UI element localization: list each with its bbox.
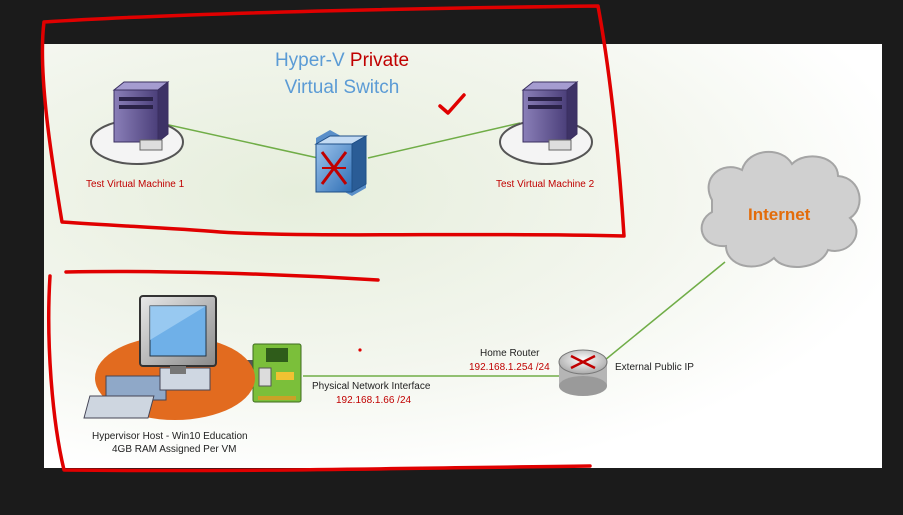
home-router-icon	[558, 349, 608, 396]
virtual-switch-icon	[314, 130, 368, 196]
annotation-bracket-host	[47, 274, 592, 473]
internet-cloud-icon	[700, 150, 861, 269]
annotation-dot	[358, 348, 362, 352]
vm1-server-icon	[90, 80, 184, 165]
vm2-label: Test Virtual Machine 2	[496, 179, 595, 190]
link-vm1-switch	[159, 122, 319, 159]
vm1-label: Test Virtual Machine 1	[86, 179, 185, 190]
host-label-line2: 4GB RAM Assigned Per VM	[112, 444, 237, 455]
annotation-marks	[40, 4, 626, 473]
title-line2: Virtual Switch	[284, 77, 400, 98]
title-hyperv: Hyper-V	[274, 50, 345, 71]
annotation-checkmark-icon	[438, 93, 466, 115]
link-switch-vm2	[367, 122, 521, 159]
nic-ip: 192.168.1.66 /24	[336, 395, 412, 406]
network-links	[159, 122, 726, 377]
router-ip: 192.168.1.254 /24	[469, 362, 550, 373]
hypervisor-host-computer-icon	[83, 295, 255, 420]
vm2-server-icon	[499, 80, 593, 165]
title-private: Private	[349, 50, 410, 71]
link-router-internet	[604, 261, 726, 361]
title-line1: Hyper-V Private	[262, 49, 422, 73]
nic-label: Physical Network Interface	[312, 381, 431, 392]
annotation-box-private-switch	[40, 4, 626, 238]
external-public-ip-label: External Public IP	[615, 362, 694, 373]
host-label-line1: Hypervisor Host - Win10 Education	[92, 431, 248, 442]
internet-label: Internet	[748, 205, 811, 224]
router-label: Home Router	[480, 348, 540, 359]
annotation-underline-top	[64, 269, 380, 282]
